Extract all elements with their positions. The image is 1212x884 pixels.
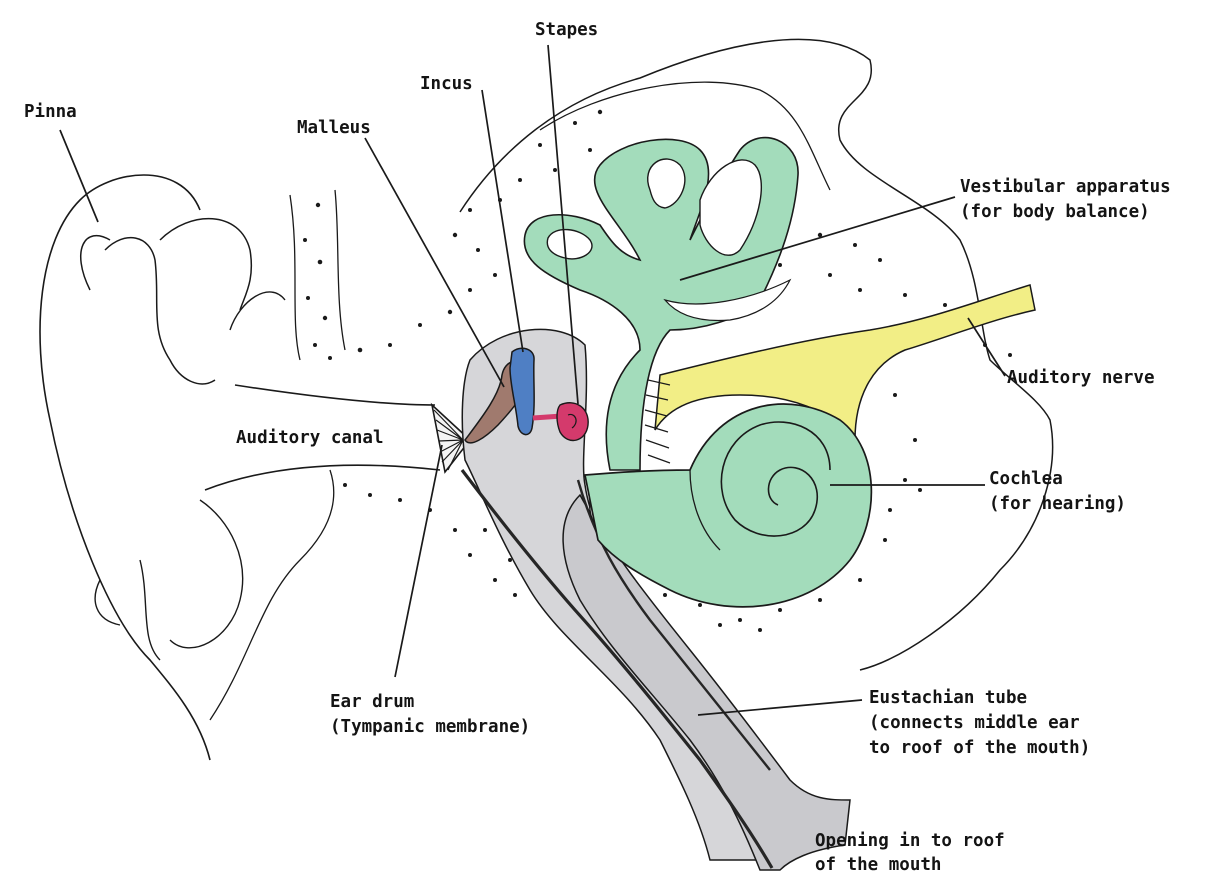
leader-incus	[482, 90, 523, 352]
label-auditory-nerve: Auditory nerve	[1007, 366, 1155, 390]
label-pinna: Pinna	[24, 100, 77, 124]
label-opening-line1: Opening in to roof	[815, 829, 1005, 853]
pinna-lobe	[95, 560, 160, 660]
auditory-canal-upper	[235, 385, 435, 405]
label-vestibular-line1: Vestibular apparatus	[960, 175, 1171, 199]
label-cochlea-line1: Cochlea	[989, 467, 1063, 491]
label-vestibular-line2: (for body balance)	[960, 200, 1150, 224]
pinna-antihelix	[160, 219, 251, 310]
auditory-canal-lower	[205, 465, 440, 490]
label-auditory-canal: Auditory canal	[236, 426, 384, 450]
label-ear-drum-line2: (Tympanic membrane)	[330, 715, 530, 739]
label-incus: Incus	[420, 72, 473, 96]
leader-ear-drum	[395, 445, 442, 677]
label-ear-drum-line1: Ear drum	[330, 690, 414, 714]
leader-pinna	[60, 130, 98, 222]
pinna	[40, 175, 210, 760]
jaw-contour	[210, 470, 334, 720]
label-eustachian-line3: to roof of the mouth)	[869, 736, 1090, 760]
label-stapes: Stapes	[535, 18, 598, 42]
pinna-concha	[170, 292, 285, 648]
pinna-helix-rim	[81, 236, 110, 290]
label-opening-line2: of the mouth	[815, 853, 941, 877]
label-cochlea-line2: (for hearing)	[989, 492, 1126, 516]
label-eustachian-line1: Eustachian tube	[869, 686, 1027, 710]
pinna-fold-inner	[105, 238, 215, 384]
label-eustachian-line2: (connects middle ear	[869, 711, 1080, 735]
label-malleus: Malleus	[297, 116, 371, 140]
head-side-contour	[290, 190, 345, 360]
leader-malleus	[365, 138, 504, 387]
leader-auditory-nerve	[968, 318, 1005, 376]
